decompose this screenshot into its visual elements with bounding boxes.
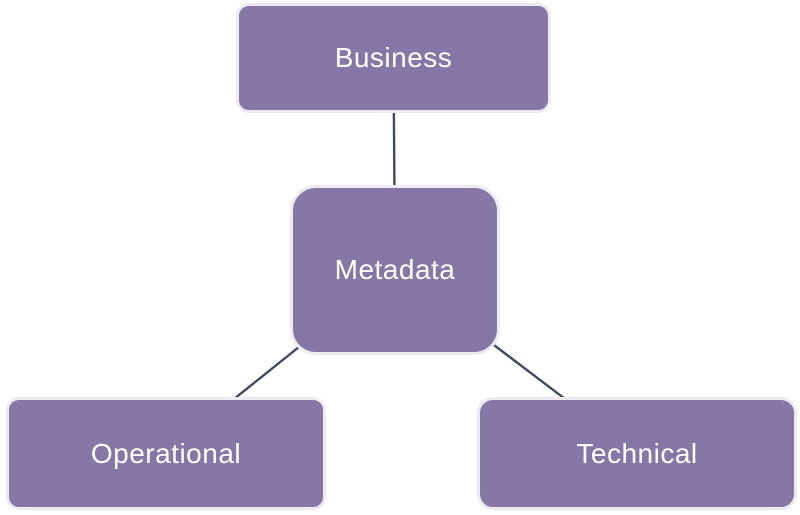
node-business: Business	[236, 3, 551, 113]
node-technical-label: Technical	[576, 437, 698, 469]
node-metadata: Metadata	[290, 185, 500, 355]
node-operational: Operational	[6, 397, 326, 510]
node-business-label: Business	[334, 42, 453, 73]
node-operational-label: Operational	[90, 437, 242, 469]
node-metadata-label: Metadata	[334, 254, 456, 285]
node-technical: Technical	[477, 397, 797, 510]
